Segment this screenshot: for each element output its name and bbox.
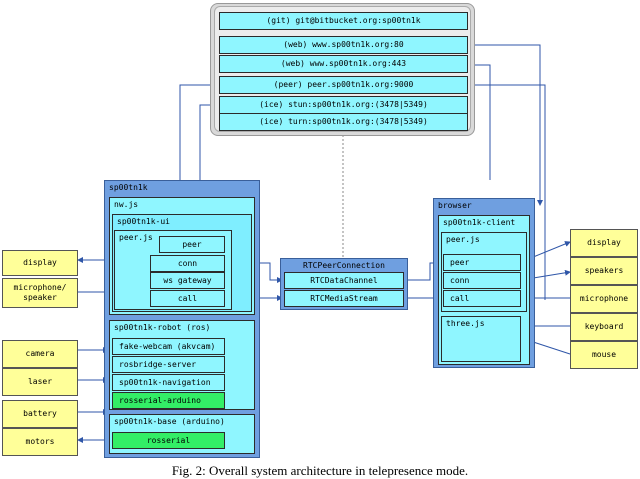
right-mouse: mouse [570,341,638,369]
left-motors: motors [2,428,78,456]
ros-navigation: sp00tn1k-navigation [112,374,225,391]
client-title: sp00tn1k-client [443,218,516,227]
link-peer-browser [468,84,546,300]
client-conn: conn [443,272,521,289]
server-web-80: (web) www.sp00tn1k.org:80 [219,36,468,54]
base-title: sp00tn1k-base (arduino) [114,417,225,426]
ui-ws-gateway: ws gateway [150,272,225,289]
right-speakers: speakers [570,257,638,285]
robot-peerjs-title: peer.js [119,233,153,242]
client-peer: peer [443,254,521,271]
rtc-mediastream: RTCMediaStream [284,290,404,307]
server-web-443: (web) www.sp00tn1k.org:443 [219,55,468,73]
ros-fake-webcam: fake-webcam (akvcam) [112,338,225,355]
ui-call: call [150,290,225,307]
server-turn: (ice) turn:sp00tn1k.org:(3478|5349) [219,113,468,131]
right-keyboard: keyboard [570,313,638,341]
server-stun: (ice) stun:sp00tn1k.org:(3478|5349) [219,96,468,114]
threejs-box: three.js [441,316,521,362]
right-display: display [570,229,638,257]
ros-rosserial-arduino: rosserial-arduino [112,392,225,409]
link-web-browser [468,44,543,206]
rtc-title: RTCPeerConnection [303,261,385,270]
right-microphone: microphone [570,285,638,313]
link-web443 [468,64,491,180]
figure-caption: Fig. 2: Overall system architecture in t… [171,463,469,478]
ui-conn: conn [150,255,225,272]
browser-peerjs-title: peer.js [446,235,480,244]
left-laser: laser [2,368,78,396]
ros-title: sp00tn1k-robot (ros) [114,323,211,332]
threejs-title: three.js [446,319,485,328]
left-battery: battery [2,400,78,428]
base-rosserial: rosserial [112,432,225,449]
client-call: call [443,290,521,307]
server-peer: (peer) peer.sp00tn1k.org:9000 [219,76,468,94]
nwjs-title: nw.js [114,200,139,209]
left-camera: camera [2,340,78,368]
robot-title: sp00tn1k [109,183,148,192]
browser-title: browser [438,201,472,210]
rtc-datachannel: RTCDataChannel [284,272,404,289]
ros-rosbridge: rosbridge-server [112,356,225,373]
left-mic-speaker: microphone/ speaker [2,278,78,308]
ui-peer: peer [159,236,225,253]
server-git: (git) git@bitbucket.org:sp00tn1k [219,12,468,30]
left-display: display [2,250,78,276]
ui-title: sp00tn1k-ui [117,217,170,226]
